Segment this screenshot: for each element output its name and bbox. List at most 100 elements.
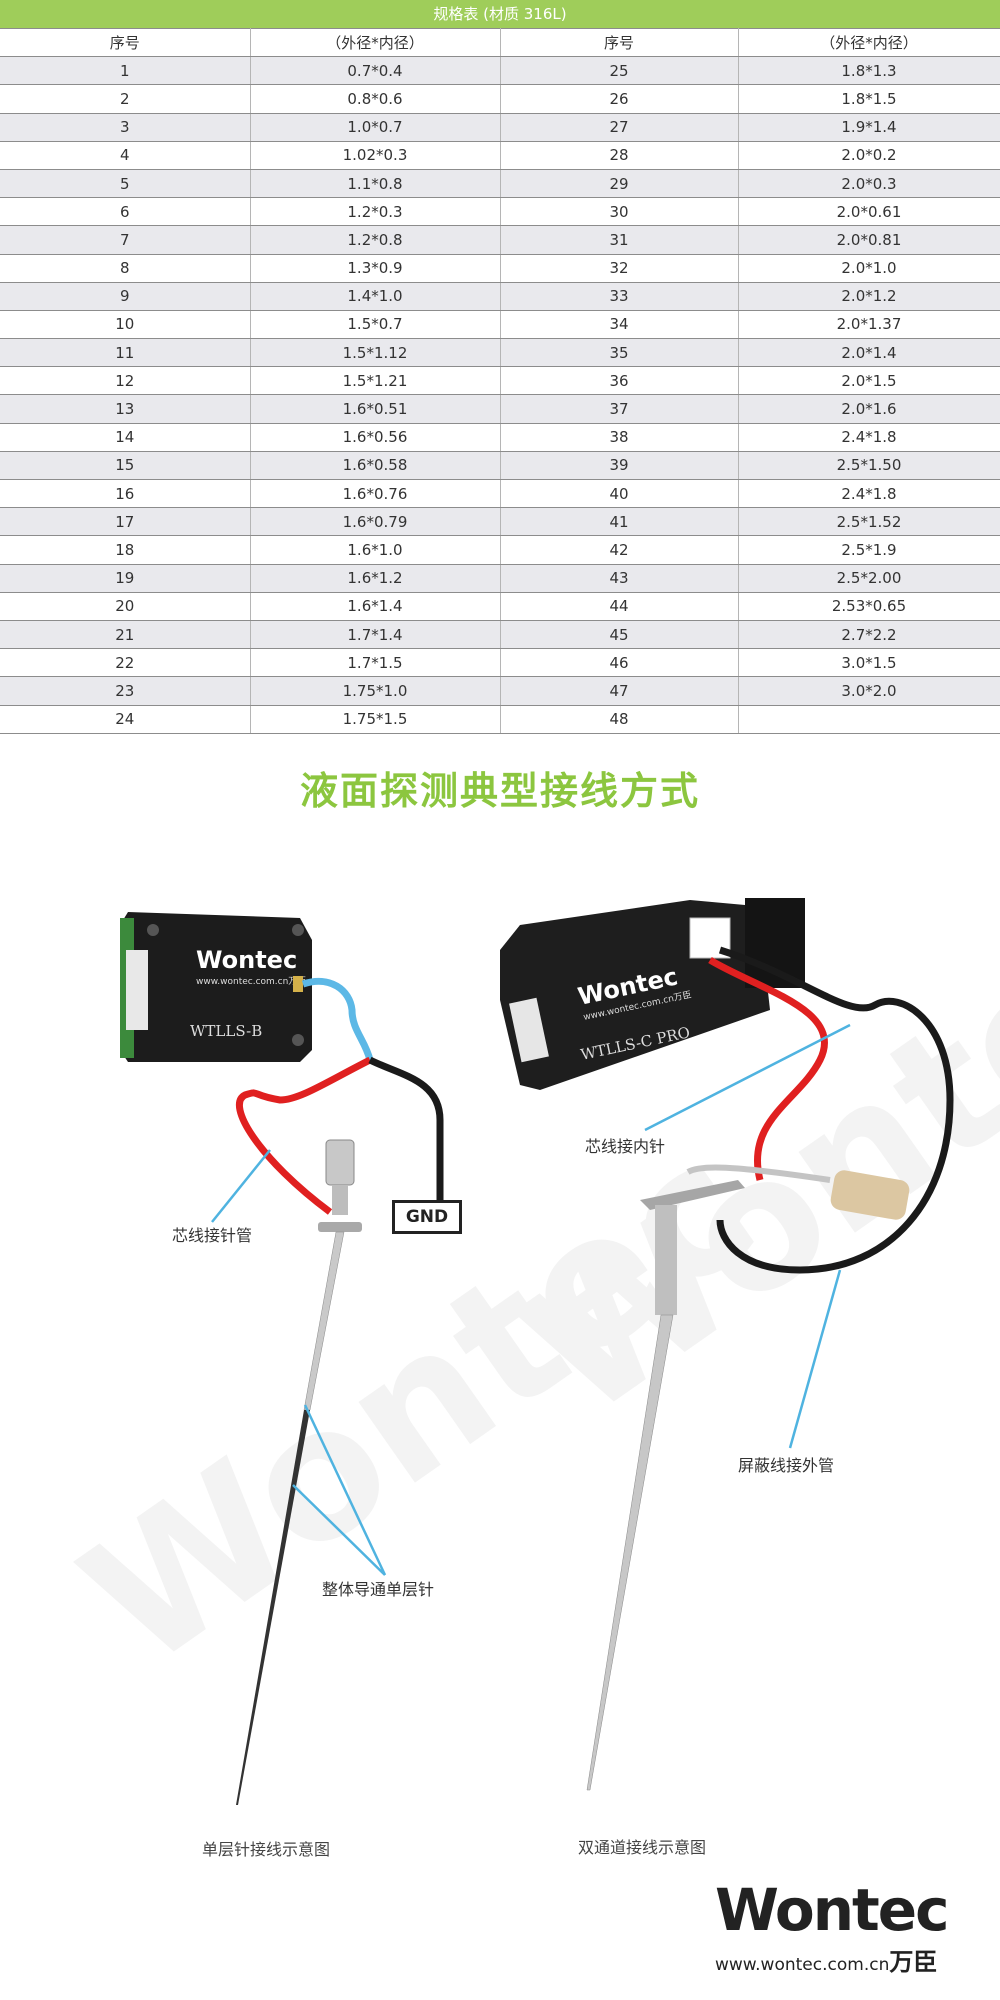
cell-diameter: 1.5*0.7 <box>250 310 501 340</box>
cell-diameter: 1.7*1.5 <box>250 648 501 678</box>
cell-diameter: 2.53*0.65 <box>738 592 1000 621</box>
cell-diameter: 1.6*1.4 <box>250 592 501 621</box>
cell-diameter: 1.6*1.0 <box>250 535 501 565</box>
caption-dual: 双通道接线示意图 <box>578 1838 707 1857</box>
left-module-model: WTLLS-B <box>190 1022 262 1040</box>
cell-index: 46 <box>500 648 739 678</box>
cell-index: 13 <box>0 394 251 424</box>
cell-index: 27 <box>500 113 739 142</box>
cell-index: 20 <box>0 592 251 621</box>
cell-diameter: 1.75*1.0 <box>250 676 501 706</box>
cell-index: 5 <box>0 169 251 199</box>
cell-index: 48 <box>500 705 739 734</box>
leader-line <box>303 1404 387 1576</box>
header-diameter: （外径*内径） <box>250 27 501 58</box>
cell-index: 32 <box>500 254 739 283</box>
left-module-url: www.wontec.com.cn万臣 <box>196 976 306 987</box>
cell-index: 8 <box>0 254 251 283</box>
cell-index: 14 <box>0 423 251 452</box>
cell-diameter: 2.0*1.2 <box>738 282 1000 311</box>
cell-diameter: 1.7*1.4 <box>250 620 501 650</box>
red-wire <box>708 956 828 1181</box>
cell-diameter: 1.5*1.12 <box>250 338 501 368</box>
logo-cn-text: 万臣 <box>889 1948 938 1976</box>
cell-index: 31 <box>500 225 739 255</box>
cell-diameter: 2.5*2.00 <box>738 564 1000 593</box>
cell-index: 3 <box>0 113 251 142</box>
cell-diameter: 2.5*1.52 <box>738 507 1000 537</box>
cell-diameter: 2.5*1.50 <box>738 451 1000 481</box>
dual-channel-needle <box>586 1164 910 1791</box>
cell-index: 34 <box>500 310 739 340</box>
cell-diameter: 1.6*0.79 <box>250 507 501 537</box>
cell-index: 9 <box>0 282 251 311</box>
cell-diameter: 1.0*0.7 <box>250 113 501 142</box>
cell-diameter: 2.0*1.0 <box>738 254 1000 283</box>
label-core-inner: 芯线接内针 <box>585 1137 666 1156</box>
cell-index: 39 <box>500 451 739 481</box>
black-wire <box>716 946 954 1274</box>
logo-url-text: www.wontec.com.cn <box>715 1955 890 1975</box>
cell-diameter: 2.0*0.81 <box>738 225 1000 255</box>
cell-diameter: 1.02*0.3 <box>250 141 501 170</box>
spec-table-title: 规格表 (材质 316L) <box>0 0 1000 28</box>
cell-diameter: 1.6*1.2 <box>250 564 501 593</box>
cell-index: 35 <box>500 338 739 368</box>
cell-diameter: 2.4*1.8 <box>738 479 1000 509</box>
wontec-logo: Wontec www.wontec.com.cn万臣 <box>715 1880 975 1977</box>
cell-diameter: 2.0*1.4 <box>738 338 1000 368</box>
cell-diameter: 1.2*0.3 <box>250 197 501 227</box>
leader-line <box>211 1149 271 1223</box>
cell-index: 22 <box>0 648 251 678</box>
label-core-tube: 芯线接针管 <box>172 1226 253 1245</box>
red-wire <box>236 1056 372 1215</box>
label-single-needle: 整体导通单层针 <box>322 1580 435 1599</box>
cell-diameter: 1.1*0.8 <box>250 169 501 199</box>
cell-diameter: 1.8*1.3 <box>738 56 1000 86</box>
cell-diameter: 1.75*1.5 <box>250 705 501 734</box>
cell-index: 37 <box>500 394 739 424</box>
cell-index: 18 <box>0 535 251 565</box>
cell-diameter: 1.6*0.76 <box>250 479 501 509</box>
cell-index: 41 <box>500 507 739 537</box>
cell-diameter: 0.7*0.4 <box>250 56 501 86</box>
leader-line <box>788 1269 842 1449</box>
cell-index: 33 <box>500 282 739 311</box>
cell-diameter: 2.0*1.6 <box>738 394 1000 424</box>
cell-diameter: 1.5*1.21 <box>250 366 501 396</box>
single-layer-needle <box>236 1139 362 1805</box>
wtlls-c-pro-module: Wontec www.wontec.com.cn万臣 WTLLS-C PRO <box>500 898 805 1090</box>
cell-diameter: 2.0*0.3 <box>738 169 1000 199</box>
cell-index: 4 <box>0 141 251 170</box>
cell-index: 1 <box>0 56 251 86</box>
cell-index: 16 <box>0 479 251 509</box>
cell-index: 23 <box>0 676 251 706</box>
cell-diameter: 2.0*0.61 <box>738 197 1000 227</box>
gnd-label: GND <box>392 1200 462 1234</box>
cell-diameter: 1.8*1.5 <box>738 84 1000 114</box>
cell-diameter <box>738 705 1000 734</box>
cell-index: 12 <box>0 366 251 396</box>
wiring-diagram: Wontec www.wontec.com.cn万臣 WTLLS-B Wonte… <box>120 898 954 1805</box>
cell-index: 40 <box>500 479 739 509</box>
cell-index: 17 <box>0 507 251 537</box>
logo-url: www.wontec.com.cn万臣 <box>715 1942 975 1977</box>
caption-single: 单层针接线示意图 <box>202 1840 331 1859</box>
cell-index: 29 <box>500 169 739 199</box>
